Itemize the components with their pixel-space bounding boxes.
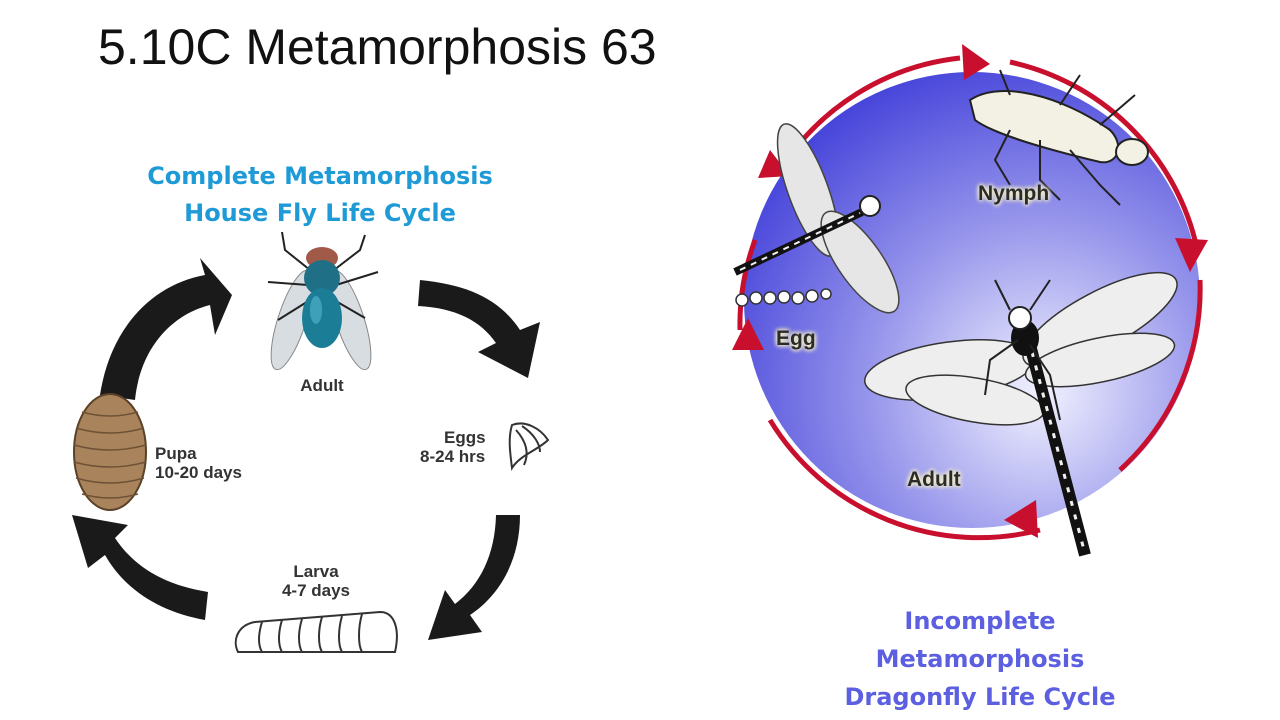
housefly-caption-line2: House Fly Life Cycle	[184, 199, 456, 227]
dragonfly-egg-label: Egg	[776, 327, 816, 350]
housefly-larva-name: Larva	[293, 562, 339, 581]
housefly-adult-illustration	[267, 231, 379, 371]
housefly-eggs-name: Eggs	[444, 428, 486, 447]
housefly-adult-label: Adult	[288, 376, 356, 395]
dragonfly-arrow-right	[1175, 238, 1208, 272]
housefly-larva-illustration	[234, 610, 398, 653]
housefly-eggs-illustration	[508, 422, 550, 471]
cycle-arrow-eggs-to-larva	[428, 515, 520, 640]
dragonfly-adult-illustration	[863, 271, 1178, 557]
dragonfly-arrow-bottom	[1004, 500, 1038, 538]
dragonfly-flying-illustration	[733, 123, 900, 314]
dragonfly-arrow-top	[962, 44, 990, 80]
housefly-pupa-duration: 10-20 days	[155, 463, 242, 482]
dragonfly-nymph-illustration	[968, 69, 1149, 206]
housefly-pupa-name: Pupa	[155, 444, 197, 463]
housefly-eggs-duration: 8-24 hrs	[420, 447, 486, 466]
dragonfly-caption-line3: Dragonfly Life Cycle	[844, 683, 1116, 711]
housefly-adult-name: Adult	[300, 376, 344, 395]
housefly-pupa-illustration	[73, 393, 147, 511]
dragonfly-egg-string-illustration	[735, 288, 832, 307]
housefly-eggs-label: Eggs 8-24 hrs	[420, 428, 486, 466]
housefly-pupa-label: Pupa 10-20 days	[155, 444, 242, 482]
slide-title: 5.10C Metamorphosis 63	[98, 19, 657, 75]
housefly-larva-duration: 4-7 days	[281, 581, 351, 600]
dragonfly-caption: Incomplete Metamorphosis Dragonfly Life …	[820, 602, 1140, 716]
dragonfly-adult-label: Adult	[907, 468, 961, 491]
housefly-caption-line1: Complete Metamorphosis	[147, 162, 493, 190]
housefly-caption: Complete Metamorphosis House Fly Life Cy…	[120, 158, 520, 232]
dragonfly-caption-line1: Incomplete	[904, 607, 1056, 635]
housefly-larva-label: Larva 4-7 days	[266, 562, 366, 600]
cycle-arrow-larva-to-pupa	[72, 515, 208, 620]
dragonfly-nymph-label: Nymph	[978, 182, 1050, 205]
dragonfly-caption-line2: Metamorphosis	[875, 645, 1085, 673]
cycle-arrow-adult-to-eggs	[418, 280, 540, 378]
dragonfly-cycle-disc	[744, 72, 1200, 528]
dragonfly-arrow-left	[732, 318, 764, 350]
cycle-arrow-pupa-to-adult	[100, 258, 232, 400]
